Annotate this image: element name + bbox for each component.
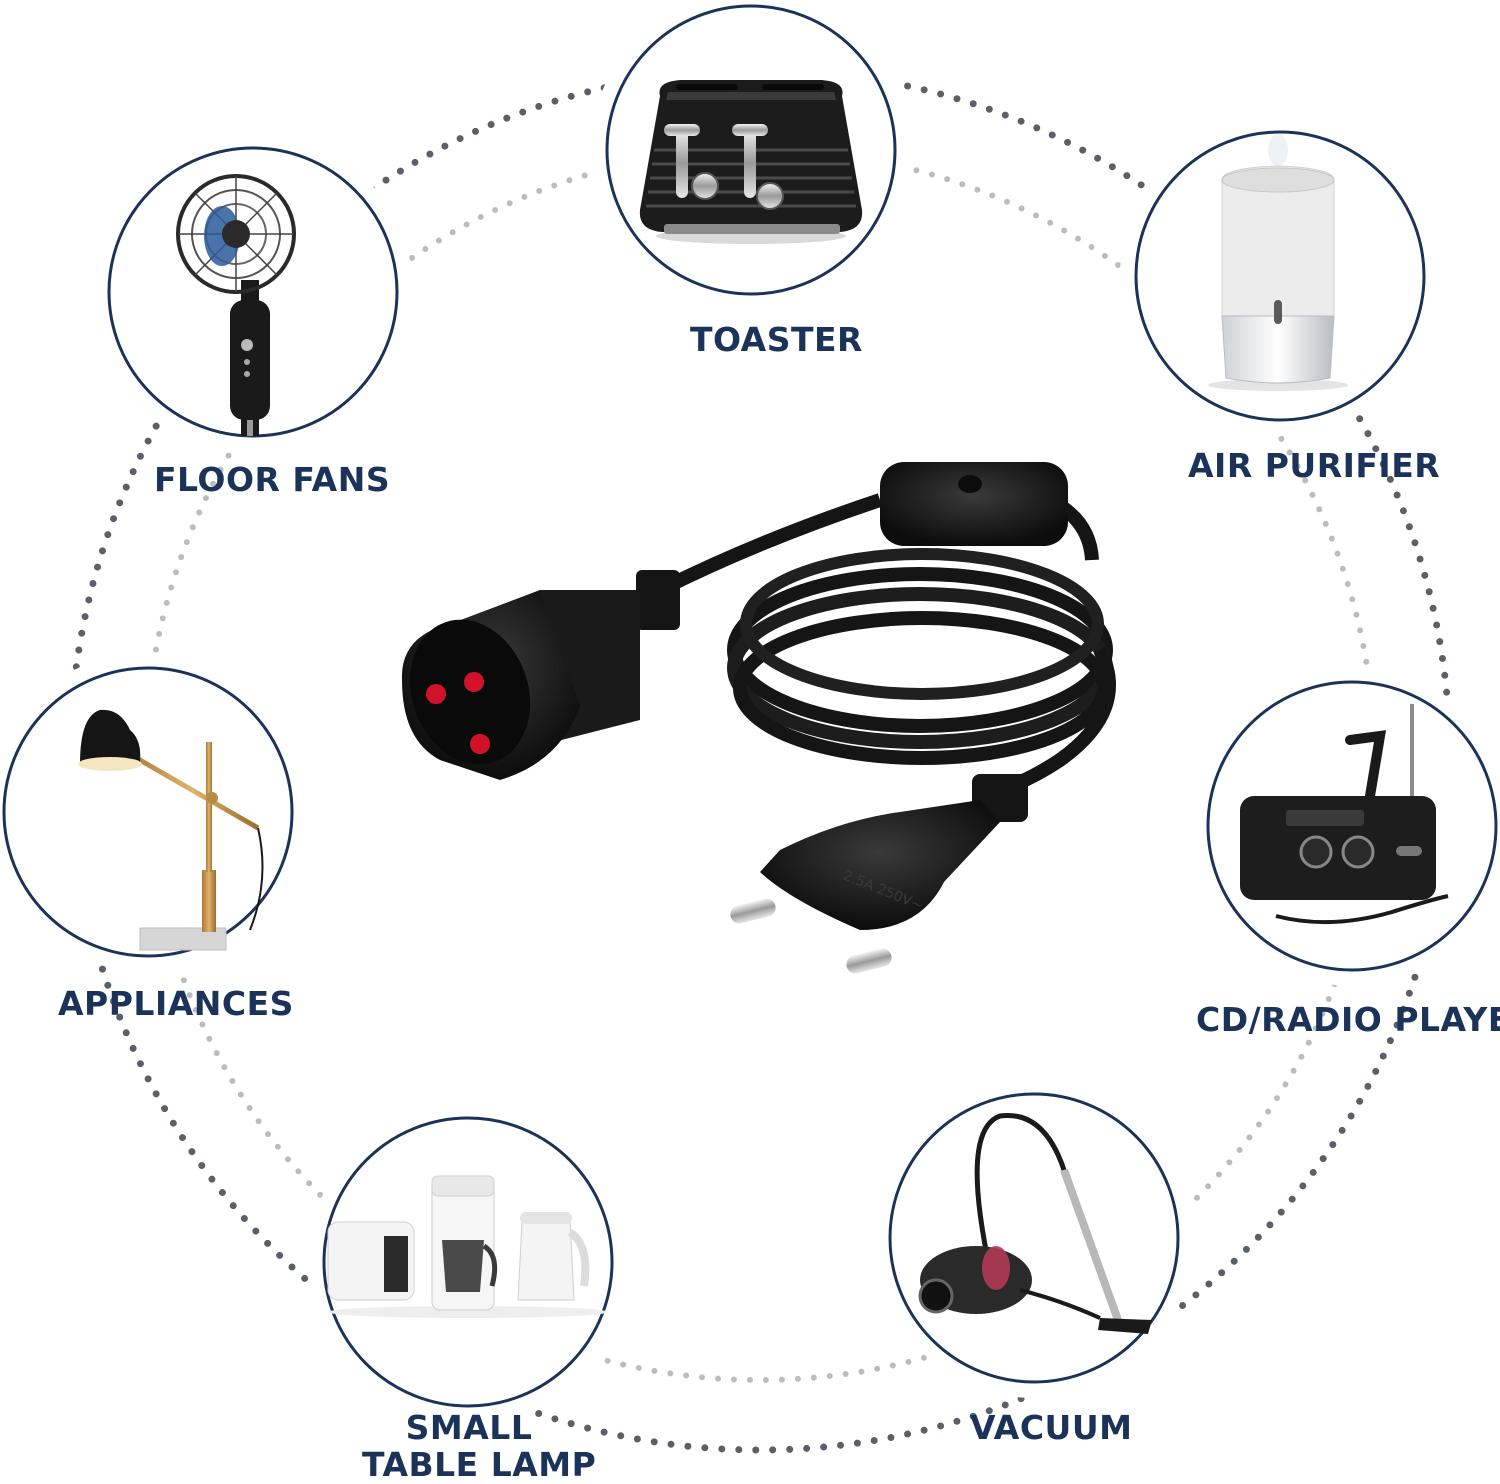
label-air-purifier: AIR PURIFIER	[1188, 446, 1441, 485]
toaster-circle	[605, 4, 897, 296]
air-purifier-circle	[1134, 130, 1426, 422]
vacuum-circle	[888, 1092, 1180, 1384]
label-floor-fans: FLOOR FANS	[154, 460, 391, 499]
small-table-lamp-circle	[322, 1116, 614, 1408]
toaster-icon	[639, 80, 863, 244]
label-appliances: APPLIANCES	[58, 984, 294, 1023]
radio-icon	[1240, 704, 1449, 925]
floor-fan-icon	[176, 174, 296, 436]
floor-fans-circle	[107, 146, 399, 438]
air-purifier-icon	[1208, 134, 1348, 391]
label-toaster: TOASTER	[690, 320, 863, 359]
kitchen-appliances-icon	[327, 1175, 608, 1318]
label-small-table-lamp-line2: TABLE LAMP	[362, 1444, 597, 1484]
cd-radio-player-circle	[1206, 680, 1498, 972]
vacuum-cleaner-icon	[918, 1112, 1152, 1334]
extension-cord-icon: 2.5A 250V~	[401, 462, 1116, 974]
desk-lamp-icon	[78, 709, 264, 951]
label-small-table-lamp-line1: SMALL	[405, 1408, 533, 1447]
label-vacuum: VACUUM	[970, 1408, 1133, 1447]
label-cd-radio-player: CD/RADIO PLAYER	[1196, 1000, 1500, 1039]
appliances-circle	[2, 666, 294, 958]
label-small-table-lamp: SMALL TABLE LAMP	[362, 1408, 597, 1484]
